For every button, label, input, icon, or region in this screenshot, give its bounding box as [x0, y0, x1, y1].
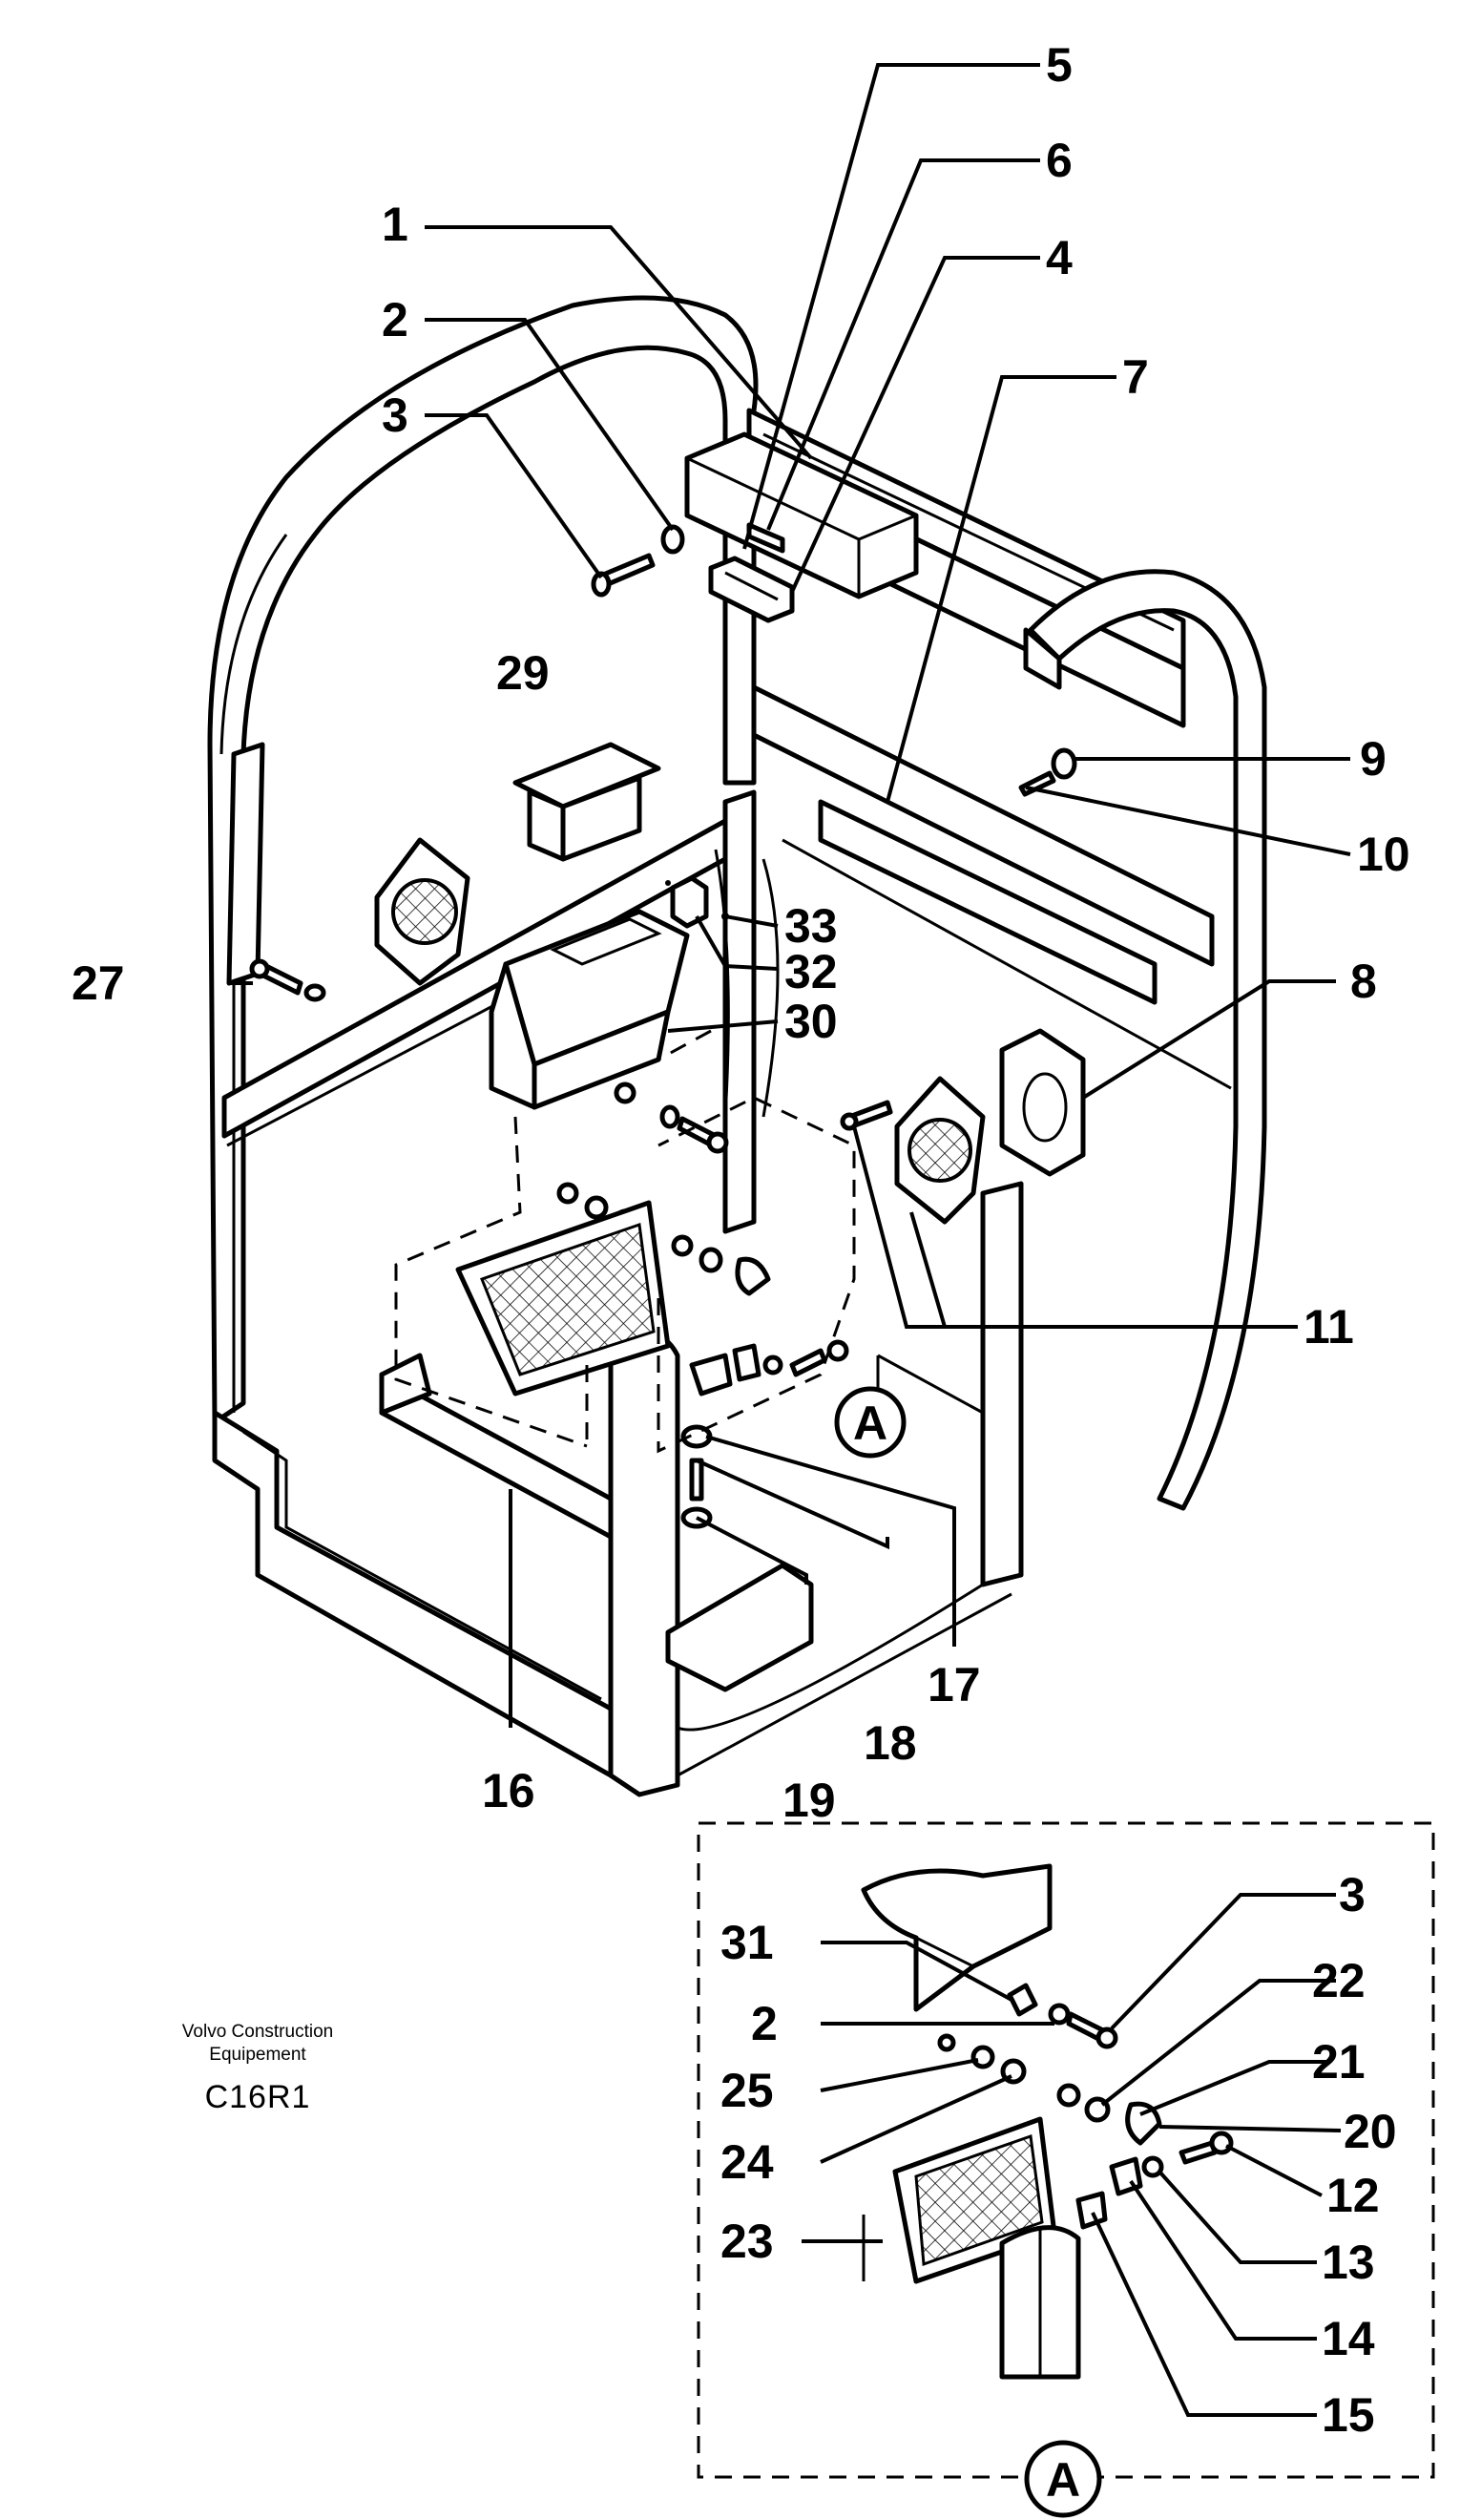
part-9-10-fastener: [1018, 747, 1077, 797]
callout-6: 6: [1046, 134, 1073, 187]
detail-a-parts: [861, 1863, 1234, 2380]
callout-2: 2: [382, 293, 408, 346]
part-4-handle: [708, 556, 795, 623]
part-3-screw: [591, 553, 656, 598]
part-27-bolt: [249, 958, 326, 1002]
detail-callout-21: 21: [1312, 2035, 1366, 2089]
detail-callout-31: 31: [720, 1916, 774, 1969]
manufacturer-credit-line1: Volvo Construction: [181, 2022, 334, 2042]
callout-32: 32: [784, 945, 838, 998]
detail-callout-12: 12: [1326, 2169, 1380, 2222]
detail-callout-25: 25: [720, 2064, 774, 2117]
detail-callout-24: 24: [720, 2135, 774, 2189]
callout-4: 4: [1046, 231, 1073, 284]
part-30-console-box: [489, 909, 690, 1110]
detail-callout-3: 3: [1339, 1868, 1366, 1922]
detail-callout-15: 15: [1322, 2388, 1375, 2442]
detail-callout-22: 22: [1312, 1954, 1366, 2007]
part-1-roof-console: [684, 431, 919, 599]
detail-callout-14: 14: [1322, 2312, 1375, 2365]
callout-18: 18: [864, 1716, 917, 1770]
callout-19: 19: [782, 1774, 836, 1827]
part-8-speaker-right: [894, 1028, 1086, 1225]
detail-callout-23: 23: [720, 2215, 774, 2268]
part-net-pocket: [455, 1200, 671, 1396]
callout-17: 17: [928, 1658, 981, 1712]
callout-29: 29: [496, 646, 550, 700]
manufacturer-credit-line2: Equipement: [209, 2045, 306, 2065]
detail-a-marker-label: A: [853, 1396, 887, 1450]
leader-lines-main: [229, 63, 1351, 1728]
part-speaker-left: [374, 837, 470, 986]
callout-5: 5: [1046, 38, 1073, 92]
detail-callout-2: 2: [751, 1997, 778, 2050]
part-2-washer: [660, 524, 685, 555]
detail-callout-13: 13: [1322, 2236, 1375, 2289]
callout-labels-main: 1 2 3 5 6 4 7 29 9 10 33 8 27 32 30 11 1…: [72, 38, 1410, 1827]
detail-a-footer-marker-label: A: [1046, 2453, 1080, 2507]
leader-lines-detail: [802, 1893, 1342, 2417]
callout-8: 8: [1350, 955, 1377, 1008]
detail-callout-20: 20: [1344, 2105, 1397, 2158]
callout-27: 27: [72, 956, 125, 1010]
callout-1: 1: [382, 198, 408, 251]
callout-3: 3: [382, 388, 408, 442]
detail-a-footer-marker: A: [1024, 2440, 1102, 2518]
detail-a-marker: A: [834, 1386, 907, 1459]
part-29-tray: [512, 742, 661, 862]
callout-30: 30: [784, 995, 838, 1048]
callout-labels-detail: 3 31 22 2 21 25 20 24 12 23 13 14 15: [720, 1868, 1397, 2442]
part-32-33-bracket: [665, 875, 729, 929]
callout-7: 7: [1122, 350, 1149, 404]
callout-33: 33: [784, 899, 838, 953]
callout-11: 11: [1304, 1300, 1354, 1354]
drawing-code: C16R1: [204, 2079, 311, 2115]
callout-16: 16: [482, 1764, 535, 1817]
part-17-18-19-floor-fixings: [680, 1424, 713, 1529]
part-11-bolt: [840, 1100, 893, 1131]
callout-9: 9: [1360, 732, 1387, 786]
callout-10: 10: [1357, 828, 1410, 881]
